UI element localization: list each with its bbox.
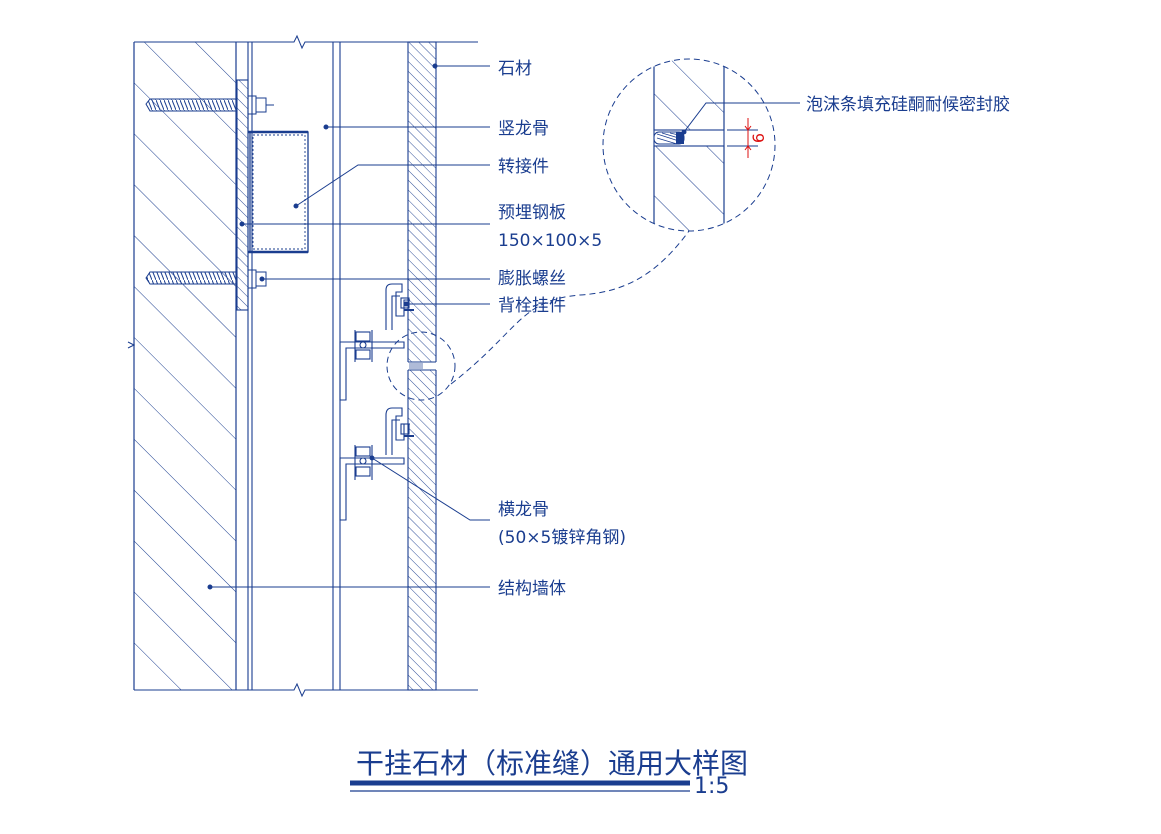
- annotation-labels: 石材 竖龙骨 转接件 预埋钢板 150×100×5 膨胀螺丝 背栓挂件 横龙骨 …: [498, 59, 1010, 599]
- label-sealant: 泡沫条填充硅酮耐候密封胶: [806, 95, 1010, 115]
- drawing-scale: 1:5: [694, 774, 729, 799]
- label-embedded-plate-size: 150×100×5: [498, 231, 602, 251]
- label-expansion-bolt: 膨胀螺丝: [498, 269, 566, 289]
- adapter-bracket: [248, 130, 309, 254]
- enlarged-joint-detail: [602, 58, 776, 232]
- drawing-title-block: 干挂石材（标准缝）通用大样图 1:5: [350, 747, 748, 799]
- back-bolt-hanger-upper: [385, 283, 414, 330]
- label-vertical-keel: 竖龙骨: [498, 119, 549, 139]
- section-boundaries: [134, 34, 478, 698]
- horizontal-keel-upper: [339, 330, 405, 401]
- stone-panel: [406, 41, 438, 691]
- label-embedded-plate: 预埋钢板: [498, 203, 566, 223]
- leader-lines: [207, 63, 800, 590]
- label-stone: 石材: [498, 59, 532, 79]
- back-bolt-hanger-lower: [385, 407, 414, 455]
- sealant-foam-strip: [653, 131, 685, 145]
- label-horizontal-keel: 横龙骨: [498, 500, 549, 520]
- label-structural-wall: 结构墙体: [498, 579, 566, 599]
- label-back-bolt-hanger: 背栓挂件: [498, 296, 566, 316]
- label-horizontal-keel-spec: (50×5镀锌角钢): [498, 528, 626, 548]
- joint-dimension: 6: [727, 118, 768, 158]
- detail-callout: [386, 230, 690, 401]
- label-adapter: 转接件: [498, 157, 549, 177]
- expansion-bolt-upper: [145, 95, 274, 115]
- joint-width-value: 6: [749, 133, 768, 143]
- vertical-keel: [247, 42, 341, 690]
- drawing-title: 干挂石材（标准缝）通用大样图: [356, 747, 748, 780]
- horizontal-keel-lower: [339, 445, 405, 521]
- embedded-steel-plate: [236, 79, 249, 311]
- structural-wall: [127, 42, 237, 690]
